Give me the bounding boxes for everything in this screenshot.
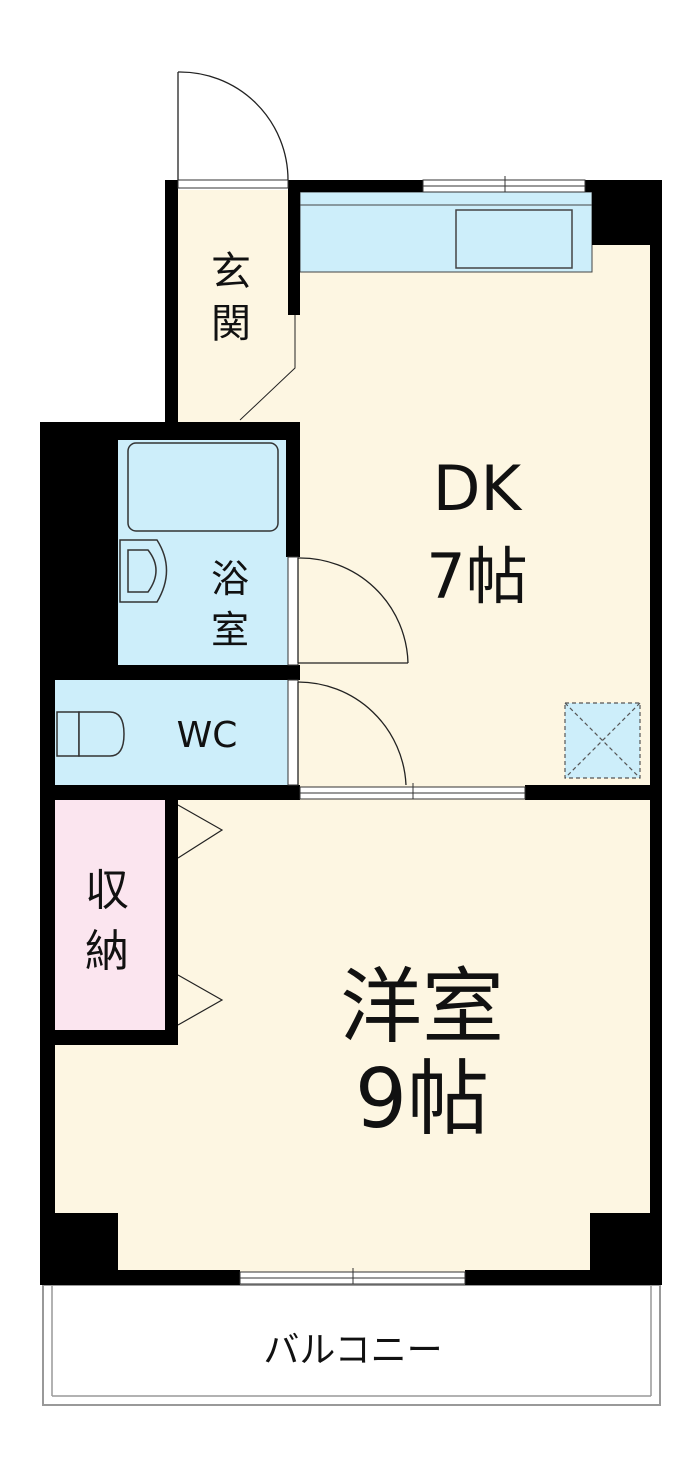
window-bottom	[239, 1268, 466, 1285]
balcony-label: バルコニー	[263, 1330, 442, 1371]
toilet-tank	[56, 711, 80, 757]
floor-hatch	[564, 702, 641, 779]
bath-label: 室	[211, 608, 249, 652]
wc-label: WC	[177, 715, 238, 756]
dk-size-label: 7帖	[426, 540, 527, 613]
bath-door	[297, 557, 409, 664]
kitchen-sink	[455, 209, 573, 269]
western-room-name-label: 洋室	[340, 960, 504, 1055]
dk-floor	[295, 190, 655, 790]
washbasin	[119, 539, 168, 603]
storage-floor	[55, 800, 165, 1030]
balcony	[42, 1284, 661, 1406]
wc-door	[297, 681, 407, 786]
toilet-bowl	[78, 711, 125, 757]
entrance-door	[177, 71, 289, 181]
walls	[40, 180, 662, 1285]
window-top	[422, 176, 586, 193]
dk-name-label: DK	[433, 452, 523, 525]
entrance-step	[239, 315, 296, 421]
entrance-label: 玄	[211, 249, 251, 295]
storage-label: 納	[85, 926, 129, 977]
entrance-floor	[175, 190, 295, 425]
bath-label: 浴	[211, 557, 249, 601]
storage-doors	[177, 804, 224, 1026]
window-partition	[299, 783, 526, 800]
bathtub	[127, 442, 279, 532]
western-room-size-label: 9帖	[355, 1052, 489, 1147]
storage-label: 収	[85, 865, 129, 916]
entrance-label: 関	[211, 301, 251, 347]
